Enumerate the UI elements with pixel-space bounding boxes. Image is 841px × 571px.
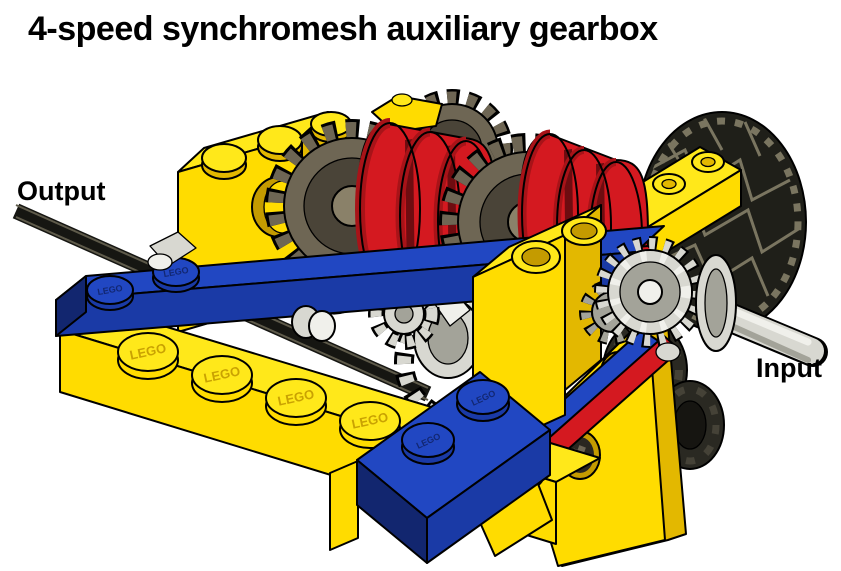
input-label: Input (756, 353, 822, 383)
pulley-ring (695, 254, 737, 352)
blue-plate-studs: LEGO LEGO (86, 257, 200, 311)
brick-hollow-studs (511, 216, 607, 274)
svg-text:LEGO: LEGO (202, 363, 241, 385)
front-plate-studs: LEGO LEGO (401, 379, 510, 465)
svg-text:LEGO: LEGO (350, 409, 389, 431)
output-label: Output (17, 176, 106, 206)
center-brick (472, 204, 607, 458)
svg-text:LEGO: LEGO (128, 340, 167, 362)
svg-text:LEGO: LEGO (276, 386, 315, 408)
page-title: 4-speed synchromesh auxiliary gearbox (28, 10, 658, 48)
svg-text:LEGO: LEGO (97, 283, 124, 297)
svg-text:LEGO: LEGO (163, 265, 190, 279)
axle-bush (291, 305, 336, 342)
half-bush (147, 253, 173, 271)
front-blue-plate: LEGO LEGO (329, 371, 553, 564)
